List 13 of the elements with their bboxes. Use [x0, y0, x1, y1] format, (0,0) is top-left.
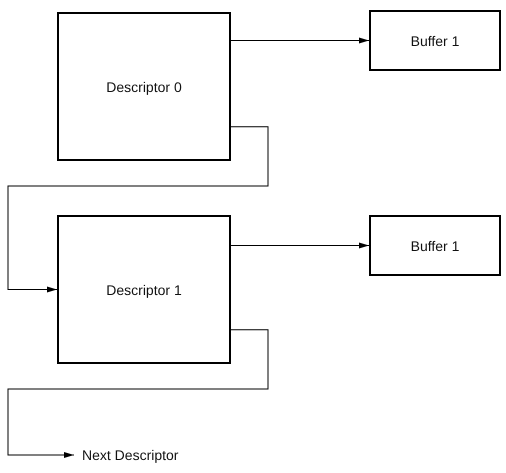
- descriptor-box: [57, 215, 231, 364]
- arrow: [230, 242, 370, 248]
- node-label: Descriptor 1: [106, 282, 182, 298]
- arrow: [8, 329, 268, 458]
- node-label: Buffer 1: [410, 238, 460, 254]
- buffer-box: [369, 215, 501, 276]
- node-label: Buffer 1: [410, 32, 460, 48]
- descriptor-box: [57, 12, 231, 161]
- node-label: Next Descriptor: [82, 447, 178, 463]
- arrow: [230, 38, 370, 44]
- arrow: [8, 126, 268, 292]
- buffer-box: [369, 10, 501, 71]
- node-label: Descriptor 0: [106, 78, 182, 94]
